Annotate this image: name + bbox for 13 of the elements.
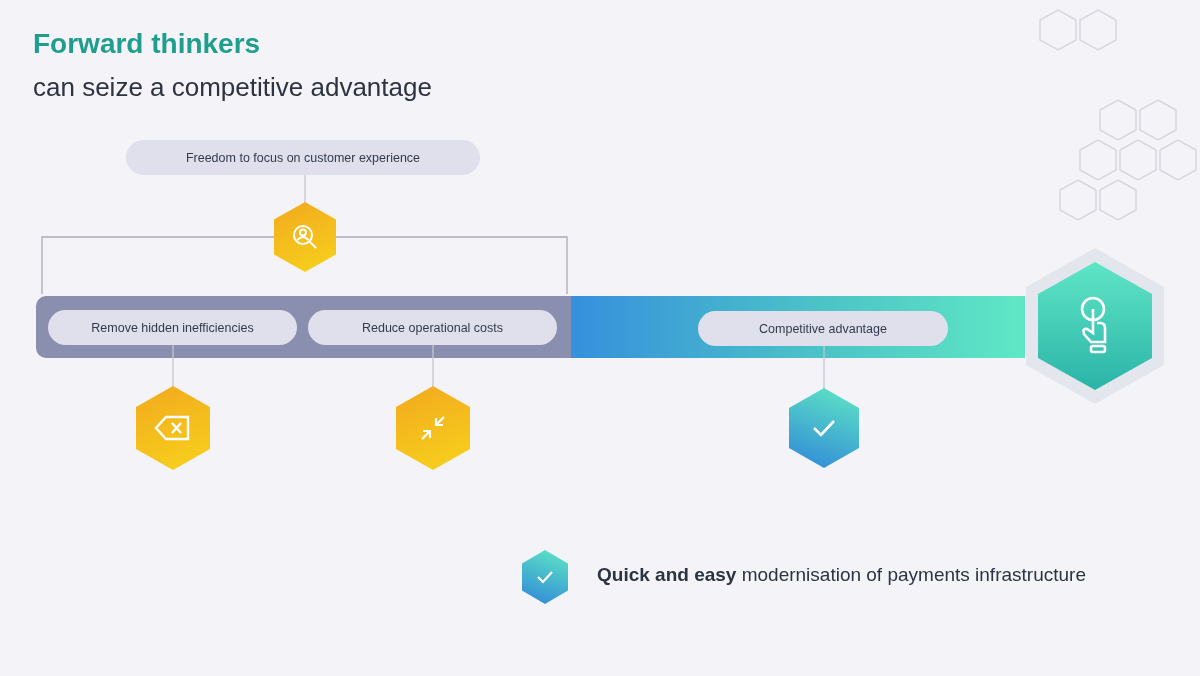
text-pill: Reduce operational costs bbox=[308, 310, 557, 345]
band bbox=[36, 296, 571, 358]
connector-line bbox=[432, 344, 434, 389]
title: Forward thinkers bbox=[33, 28, 261, 60]
note-text: Quick and easy modernisation of payments infrastructure bbox=[597, 564, 1086, 586]
text-pill: Competitive advantage bbox=[698, 311, 948, 346]
text-pill: Remove hidden inefficiencies bbox=[48, 310, 297, 345]
text-pill: Freedom to focus on customer experience bbox=[126, 140, 480, 175]
connector-line bbox=[304, 174, 306, 205]
connector-line bbox=[823, 345, 825, 391]
connector-line bbox=[172, 344, 174, 389]
band bbox=[571, 296, 1025, 358]
subtitle: can seize a competitive advantage bbox=[33, 72, 432, 103]
